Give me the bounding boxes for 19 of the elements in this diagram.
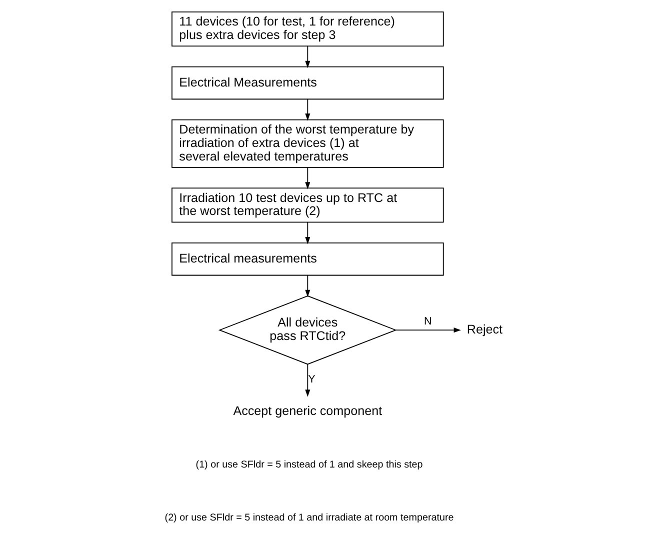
- arrow: [305, 98, 310, 121]
- arrow: [305, 166, 310, 190]
- arrow: [305, 46, 310, 68]
- node-box: Irradiation 10 test devices up to RTC at the worst temperature (2): [172, 188, 444, 223]
- node-box: Electrical Measurements: [172, 66, 444, 100]
- arrow: [305, 222, 310, 244]
- node-box: Electrical measurements: [172, 242, 444, 276]
- node-text: Reject: [466, 322, 503, 336]
- node-box: 11 devices (10 for test, 1 for reference) plus extra devices for step 3: [172, 12, 444, 47]
- node-text: Accept generic component: [233, 404, 382, 418]
- arrow: [395, 328, 461, 333]
- node-diamond: All devices pass RTCtid?: [218, 295, 397, 365]
- label: (2) or use SFldr = 5 instead of 1 and irradiate at room temperature: [164, 512, 454, 524]
- label: (1) or use SFldr = 5 instead of 1 and skeep this step: [196, 459, 423, 470]
- edge-label: Y: [308, 374, 316, 386]
- node-box: Determination of the worst temperature by irradiation of extra devices (1) at several elevated temperatures: [172, 119, 444, 168]
- arrow: [305, 364, 310, 397]
- arrow: [305, 274, 310, 298]
- edge-label: N: [424, 315, 432, 328]
